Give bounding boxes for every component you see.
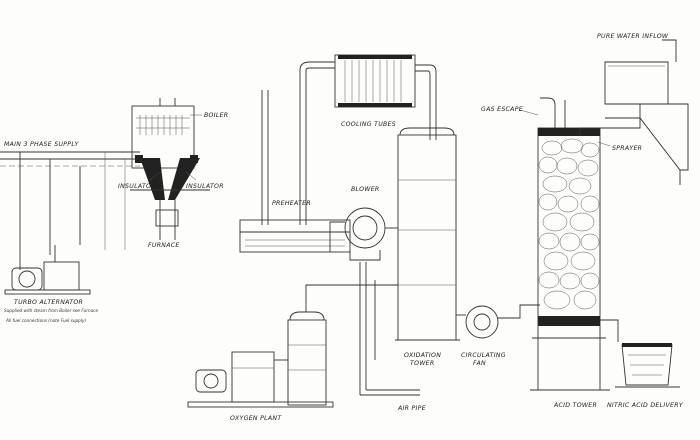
- label-boiler: BOILER: [204, 112, 228, 119]
- label-insulator-left: INSULATOR: [118, 183, 156, 190]
- supply-lines: [0, 151, 140, 270]
- circulating-fan: [456, 304, 540, 339]
- label-insulator-right: INSULATOR: [186, 183, 224, 190]
- label-turbo-sub2: All fuel connections (note Fuel supply): [5, 318, 86, 323]
- label-turbo-sub1: Supplied with steam from Boiler see Furn…: [4, 308, 98, 313]
- acid-tower: [530, 97, 619, 391]
- label-fan-line2: FAN: [473, 360, 486, 367]
- label-cooling-tubes: COOLING TUBES: [341, 121, 396, 128]
- label-main-supply: MAIN 3 PHASE SUPPLY: [4, 141, 79, 148]
- cooling-tubes: [334, 54, 437, 140]
- label-nitric-acid-delivery: NITRIC ACID DELIVERY: [607, 402, 684, 409]
- label-oxidation-line1: OXIDATION: [404, 352, 441, 359]
- boiler-furnace: [130, 98, 210, 240]
- oxygen-plant: [187, 284, 398, 408]
- preheater: [239, 61, 351, 253]
- label-air-pipe: AIR PIPE: [397, 405, 426, 412]
- label-turbo-alternator: TURBO ALTERNATOR: [14, 299, 83, 306]
- label-gas-escape: GAS ESCAPE: [481, 106, 523, 113]
- oxidation-tower: [395, 127, 460, 341]
- label-fan-line1: CIRCULATING: [461, 352, 506, 359]
- nitric-acid-tank: [615, 343, 680, 388]
- leader-lines: [149, 109, 611, 181]
- label-acid-tower: ACID TOWER: [553, 402, 597, 409]
- water-tank: [579, 39, 689, 185]
- label-oxidation-line2: TOWER: [410, 360, 434, 367]
- label-preheater: PREHEATER: [272, 200, 311, 207]
- label-pure-water-inflow: PURE WATER INFLOW: [597, 33, 669, 40]
- packing-stones: [538, 138, 600, 310]
- label-sprayer: SPRAYER: [612, 145, 642, 152]
- label-furnace: FURNACE: [148, 242, 180, 249]
- turbo-alternator: [4, 245, 91, 295]
- label-blower: BLOWER: [351, 186, 380, 193]
- blower: [329, 207, 398, 261]
- air-pipe: [359, 262, 420, 396]
- label-oxygen-plant: OXYGEN PLANT: [230, 415, 282, 422]
